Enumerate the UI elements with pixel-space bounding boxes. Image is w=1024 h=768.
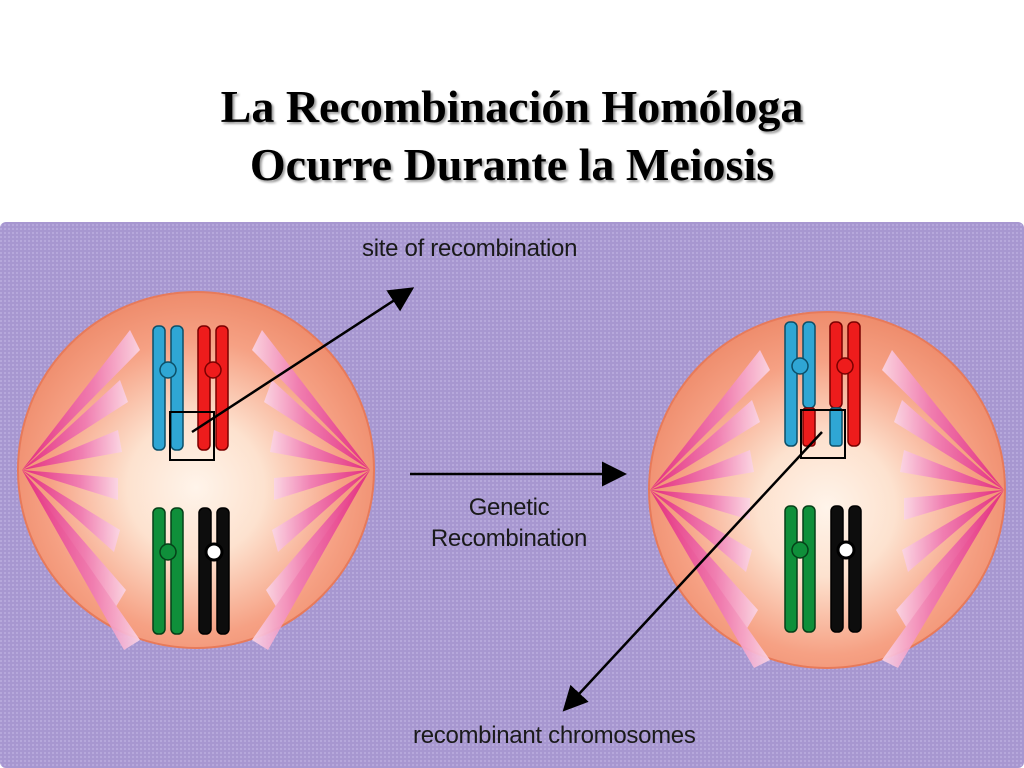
slide-title: La Recombinación Homóloga Ocurre Durante… xyxy=(0,78,1024,194)
chromosome-red-recombinant xyxy=(829,321,861,447)
cell-after-recombination xyxy=(648,311,1006,669)
label-genetic-line-1: Genetic xyxy=(468,494,550,521)
label-genetic-line-2: Recombination xyxy=(430,525,588,552)
chromosome-black xyxy=(198,507,230,635)
chromosome-black xyxy=(830,505,862,633)
cell-body xyxy=(648,311,1006,669)
label-genetic-recombination: Genetic Recombination xyxy=(419,492,599,554)
title-line-2: Ocurre Durante la Meiosis xyxy=(249,139,775,190)
recombinant-site-box xyxy=(800,409,846,459)
arrow-to-recombinant-label xyxy=(562,431,823,712)
chromosome-green xyxy=(152,507,184,635)
spindle-fibers-left xyxy=(22,330,370,650)
chromosome-green xyxy=(784,505,816,633)
recombination-site-box xyxy=(169,411,215,461)
cell-body xyxy=(17,291,375,649)
cell-before-recombination xyxy=(17,291,375,650)
chromosome-blue-recombinant xyxy=(784,321,816,447)
label-site-of-recombination: site of recombination xyxy=(362,235,578,262)
chromosome-blue xyxy=(152,325,184,451)
meiosis-diagram xyxy=(0,222,1024,768)
spindle-fibers-right xyxy=(650,350,1004,668)
arrow-to-site-label xyxy=(191,287,415,434)
label-recombinant-chromosomes: recombinant chromosomes xyxy=(413,722,696,749)
chromosome-red xyxy=(197,325,229,451)
title-line-1: La Recombinación Homóloga xyxy=(220,81,804,132)
